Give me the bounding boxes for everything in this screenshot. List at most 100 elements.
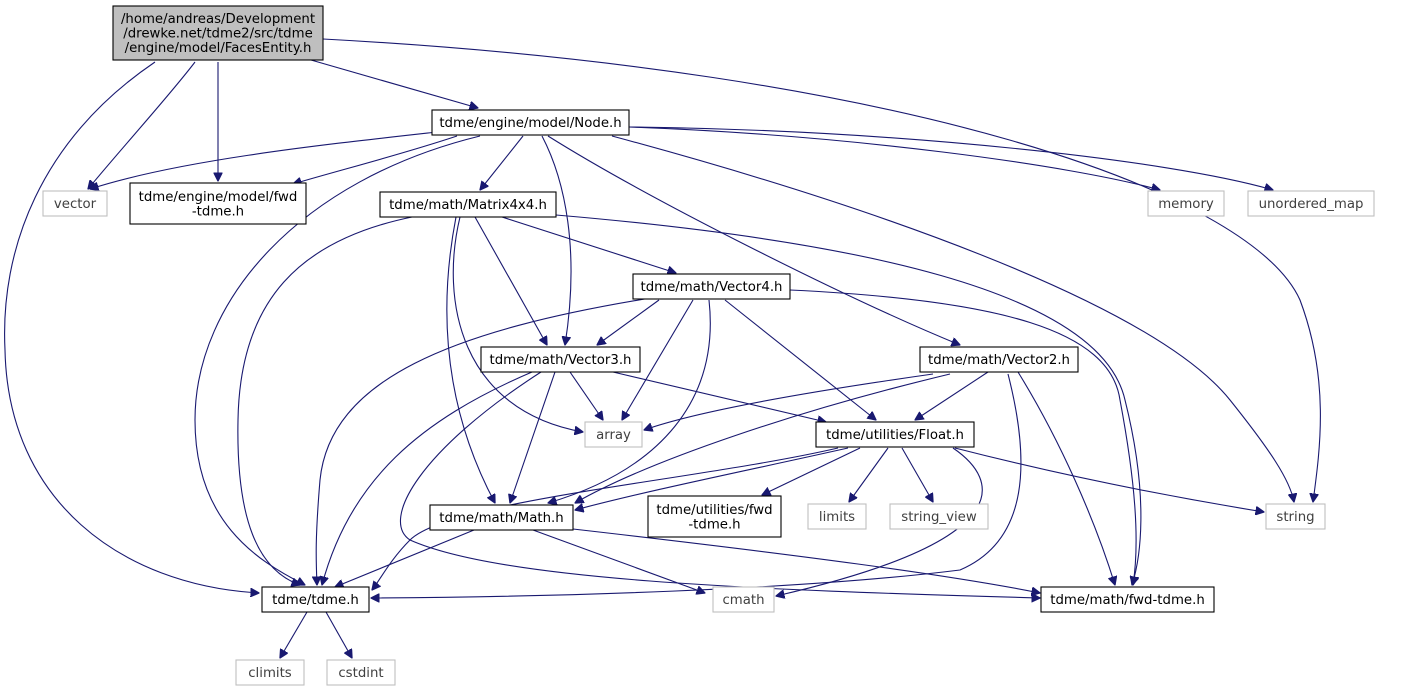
- edge-matrix4x4-to-math_h: [446, 216, 495, 503]
- edge-math_h-to-cmath: [532, 529, 705, 593]
- node-string_view: string_view: [889, 503, 989, 530]
- node-box: [712, 586, 775, 613]
- node-box: [919, 346, 1079, 373]
- edge-node_h-to-unordered_map: [628, 126, 1273, 190]
- edge-node_h-to-vector3: [541, 135, 572, 345]
- node-box: [815, 421, 975, 448]
- node-label: -tdme.h: [688, 517, 740, 532]
- node-math_h[interactable]: tdme/math/Math.h: [429, 504, 574, 531]
- edge-node_h-to-string: [611, 135, 1294, 502]
- edge-faces_entity-to-node_h: [310, 59, 478, 108]
- edge-vector2-to-math_fwd: [1017, 371, 1115, 585]
- edge-node_h-to-matrix4x4: [480, 135, 524, 190]
- edge-vector2-to-math_h: [575, 373, 951, 503]
- node-faces_entity[interactable]: /home/andreas/Development/drewke.net/tdm…: [112, 5, 324, 61]
- edge-float_h-to-string_view: [901, 447, 933, 502]
- node-label: tdme/math/Vector3.h: [490, 353, 632, 368]
- node-climits: climits: [235, 659, 305, 686]
- node-label: tdme/tdme.h: [272, 593, 359, 608]
- edge-vector3-to-math_h: [510, 371, 556, 503]
- node-box: [889, 503, 989, 530]
- edge-vector4-to-tdme_h: [316, 296, 658, 585]
- node-label: /home/andreas/Development: [121, 12, 315, 27]
- node-box: [326, 659, 396, 686]
- edge-tdme_h-to-climits: [280, 611, 308, 658]
- node-box: [647, 495, 782, 538]
- edge-matrix4x4-to-vector4: [501, 216, 676, 273]
- node-box: [584, 421, 643, 448]
- node-vector: vector: [42, 190, 108, 217]
- node-label: tdme/math/Vector2.h: [928, 353, 1070, 368]
- edges-layer: [4, 38, 1321, 658]
- node-limits: limits: [807, 503, 867, 530]
- node-label: /drewke.net/tdme2/src/tdme: [123, 27, 313, 42]
- node-label: tdme/math/Matrix4x4.h: [389, 198, 547, 213]
- node-box: [129, 182, 307, 225]
- node-box: [1247, 190, 1375, 217]
- edge-float_h-to-string: [954, 447, 1264, 512]
- node-vector4[interactable]: tdme/math/Vector4.h: [632, 273, 791, 300]
- edge-float_h-to-utilities_fwd: [762, 447, 861, 495]
- node-box: [807, 503, 867, 530]
- edge-matrix4x4-to-math_fwd: [555, 214, 1142, 585]
- node-vector2[interactable]: tdme/math/Vector2.h: [919, 346, 1079, 373]
- node-label: cstdint: [338, 666, 383, 681]
- node-float_h[interactable]: tdme/utilities/Float.h: [815, 421, 975, 448]
- edge-faces_entity-to-tdme_h: [4, 61, 259, 593]
- edge-vector3-to-math_fwd: [400, 371, 1040, 598]
- node-memory: memory: [1147, 190, 1225, 217]
- node-label: vector: [54, 197, 97, 212]
- node-box: [261, 586, 370, 613]
- node-vector3[interactable]: tdme/math/Vector3.h: [480, 346, 641, 373]
- edge-matrix4x4-to-array: [452, 216, 583, 432]
- edge-node_h-to-memory: [628, 126, 1160, 190]
- edge-node_h-to-vector2: [547, 135, 960, 345]
- edge-node_h-to-tdme_h: [194, 135, 481, 585]
- edge-vector2-to-array: [644, 373, 934, 430]
- node-label: array: [596, 428, 631, 443]
- node-label: -tdme.h: [192, 204, 244, 219]
- node-matrix4x4[interactable]: tdme/math/Matrix4x4.h: [379, 191, 557, 218]
- edge-matrix4x4-to-tdme_h: [237, 216, 413, 585]
- node-node_h[interactable]: tdme/engine/model/Node.h: [431, 109, 630, 136]
- node-box: [112, 5, 324, 61]
- node-label: tdme/engine/model/Node.h: [439, 116, 621, 131]
- node-label: tdme/engine/model/fwd: [139, 190, 298, 205]
- node-box: [431, 109, 630, 136]
- node-tdme_h[interactable]: tdme/tdme.h: [261, 586, 370, 613]
- node-box: [632, 273, 791, 300]
- edge-float_h-to-math_h: [575, 447, 849, 510]
- edge-vector3-to-array: [569, 371, 603, 420]
- edge-vector4-to-vector3: [597, 299, 660, 345]
- node-box: [42, 190, 108, 217]
- edge-tdme_h-to-cstdint: [325, 611, 352, 658]
- edge-matrix4x4-to-vector3: [474, 216, 547, 345]
- node-box: [1040, 586, 1215, 613]
- node-utilities_fwd[interactable]: tdme/utilities/fwd-tdme.h: [647, 495, 782, 538]
- node-box: [429, 504, 574, 531]
- node-model_fwd[interactable]: tdme/engine/model/fwd-tdme.h: [129, 182, 307, 225]
- edge-vector2-to-tdme_h: [371, 373, 1022, 598]
- node-box: [1147, 190, 1225, 217]
- edge-vector4-to-array: [622, 299, 694, 420]
- node-label: memory: [1158, 197, 1214, 212]
- node-label: tdme/utilities/fwd: [656, 503, 772, 518]
- node-label: /engine/model/FacesEntity.h: [125, 41, 312, 56]
- node-math_fwd[interactable]: tdme/math/fwd-tdme.h: [1040, 586, 1215, 613]
- edge-math_h-to-tdme_h: [335, 529, 475, 587]
- edge-math_h-to-math_fwd: [572, 528, 1040, 593]
- node-unordered_map: unordered_map: [1247, 190, 1375, 217]
- edge-vector4-to-float_h: [724, 299, 876, 420]
- edge-vector4-to-math_fwd: [789, 289, 1136, 585]
- node-box: [235, 659, 305, 686]
- node-label: string: [1276, 510, 1314, 525]
- edge-vector3-to-float_h: [612, 371, 826, 422]
- node-box: [480, 346, 641, 373]
- node-label: unordered_map: [1259, 197, 1364, 212]
- node-label: tdme/math/Vector4.h: [641, 280, 783, 295]
- nodes-layer: /home/andreas/Development/drewke.net/tdm…: [42, 5, 1375, 686]
- node-cmath: cmath: [712, 586, 775, 613]
- edge-vector2-to-float_h: [915, 371, 989, 420]
- node-string: string: [1265, 503, 1326, 530]
